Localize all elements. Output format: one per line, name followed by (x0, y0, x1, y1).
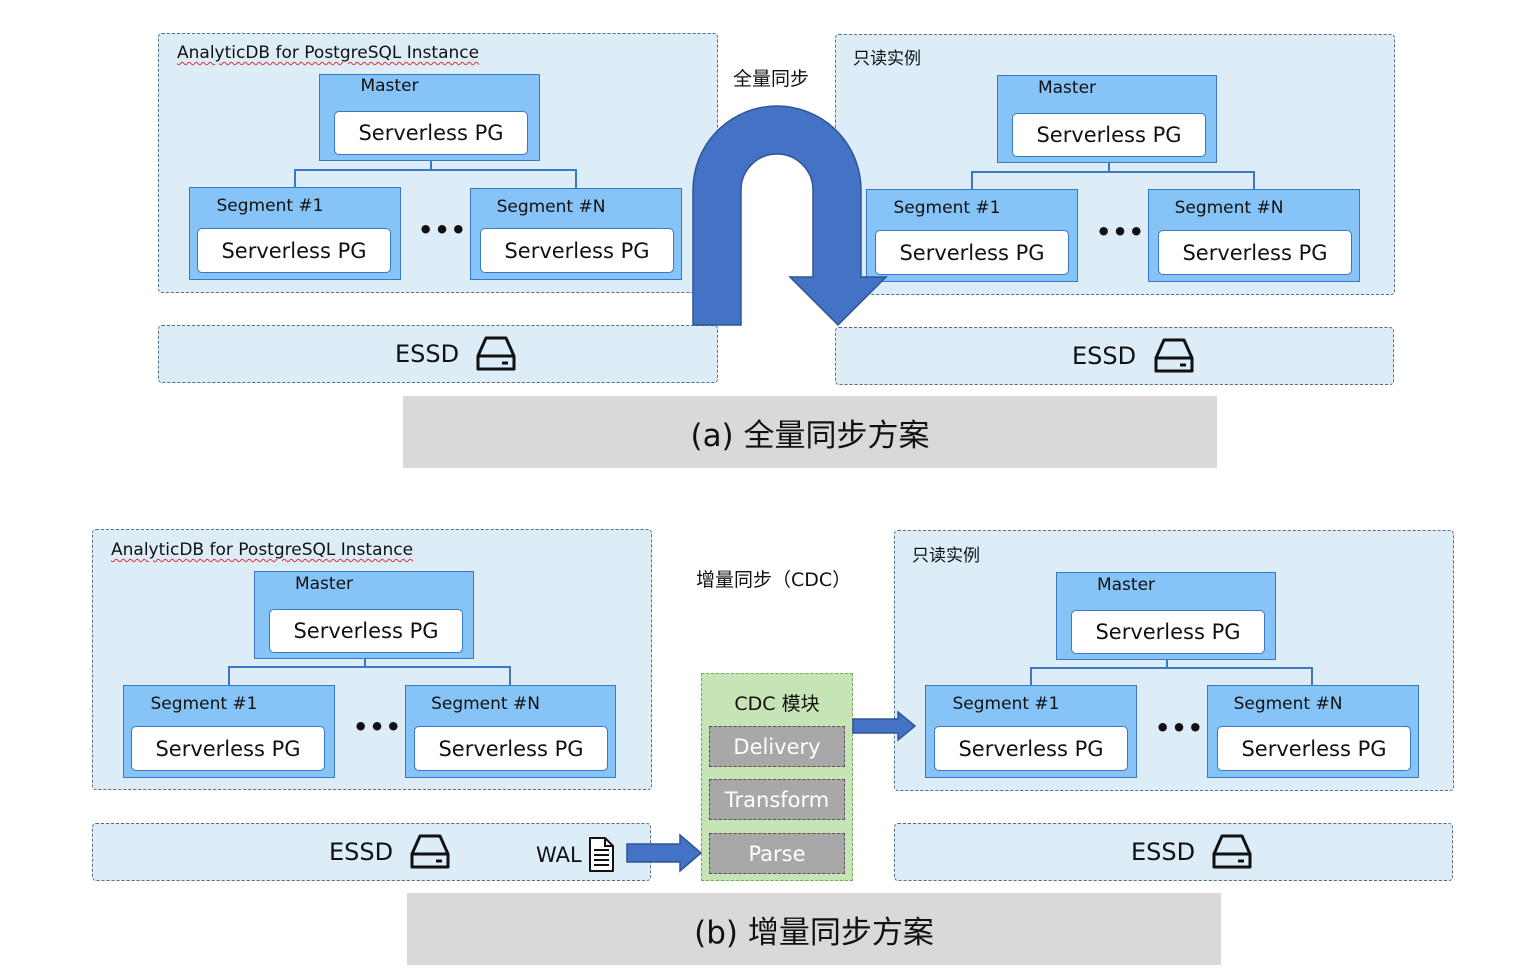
disk-drive-icon (1154, 338, 1194, 373)
essd-label: ESSD (329, 838, 394, 866)
full-sync-label: 全量同步 (733, 68, 810, 90)
segment-1-label: Segment #1 (216, 196, 324, 216)
segment-1-node: Segment #1 Serverless PG (189, 187, 401, 280)
serverless-pg-box: Serverless PG (414, 726, 608, 771)
document-icon (589, 837, 614, 872)
master-label: Master (294, 574, 354, 594)
connector (228, 659, 511, 685)
ellipsis: ••• (353, 713, 403, 741)
essd-storage-region: ESSD (894, 823, 1453, 881)
serverless-pg-box: Serverless PG (875, 230, 1069, 275)
master-node: Master Serverless PG (319, 74, 540, 161)
u-turn-arrow-icon (692, 105, 888, 327)
essd-label: ESSD (1072, 342, 1137, 370)
segment-1-node: Segment #1 Serverless PG (123, 685, 335, 778)
cdc-step-parse: Parse (709, 833, 845, 874)
segment-n-node: Segment #N Serverless PG (1207, 685, 1419, 778)
connector (971, 163, 1255, 189)
essd-storage-region: ESSD (835, 327, 1394, 385)
caption-a: (a) 全量同步方案 (403, 396, 1217, 468)
disk-drive-icon (410, 834, 450, 869)
segment-1-node: Segment #1 Serverless PG (925, 685, 1137, 778)
serverless-pg-box: Serverless PG (131, 726, 325, 771)
caption-b: (b) 增量同步方案 (407, 893, 1221, 965)
segment-n-label: Segment #N (1233, 694, 1343, 714)
segment-1-label: Segment #1 (893, 198, 1001, 218)
cdc-module: CDC 模块 Delivery Transform Parse (701, 673, 853, 881)
region-title: 只读实例 (853, 49, 921, 69)
region-title-text: AnalyticDB for PostgreSQL Instance (177, 43, 480, 63)
cdc-module-title: CDC 模块 (734, 693, 820, 715)
master-label: Master (1096, 575, 1156, 595)
master-node: Master Serverless PG (254, 571, 474, 659)
segment-n-node: Segment #N Serverless PG (470, 188, 682, 280)
ellipsis: ••• (1096, 218, 1146, 246)
connector (294, 161, 577, 188)
region-title: AnalyticDB for PostgreSQL Instance (111, 540, 413, 560)
segment-n-label: Segment #N (1174, 198, 1284, 218)
master-label: Master (1037, 78, 1097, 98)
serverless-pg-box: Serverless PG (1158, 230, 1352, 275)
cdc-step-delivery: Delivery (709, 726, 845, 767)
segment-n-label: Segment #N (496, 197, 606, 217)
serverless-pg-box: Serverless PG (1217, 726, 1411, 771)
master-node: Master Serverless PG (997, 75, 1217, 163)
serverless-pg-box: Serverless PG (480, 228, 674, 273)
wal-label: WAL (536, 843, 582, 867)
segment-1-node: Segment #1 Serverless PG (866, 189, 1078, 282)
segment-1-label: Segment #1 (150, 694, 258, 714)
serverless-pg-box: Serverless PG (1071, 610, 1265, 654)
serverless-pg-box: Serverless PG (334, 111, 528, 155)
serverless-pg-box: Serverless PG (197, 228, 391, 273)
ellipsis: ••• (1155, 714, 1205, 742)
incremental-sync-label: 增量同步（CDC） (696, 569, 852, 591)
region-title-text: AnalyticDB for PostgreSQL Instance (111, 540, 414, 560)
connector (1030, 660, 1313, 685)
segment-1-label: Segment #1 (952, 694, 1060, 714)
cdc-step-transform: Transform (709, 779, 845, 820)
right-arrow-icon (626, 833, 703, 873)
essd-label: ESSD (395, 340, 460, 368)
segment-n-label: Segment #N (431, 694, 540, 714)
essd-storage-region: ESSD (158, 325, 718, 383)
essd-label: ESSD (1131, 838, 1196, 866)
region-title: 只读实例 (912, 546, 980, 566)
essd-storage-region: ESSD WAL (92, 823, 651, 881)
right-arrow-icon (852, 710, 917, 742)
disk-drive-icon (1212, 834, 1252, 869)
serverless-pg-box: Serverless PG (934, 726, 1128, 771)
tree-connectors (228, 161, 1313, 685)
region-title: AnalyticDB for PostgreSQL Instance (177, 43, 479, 63)
disk-drive-icon (476, 336, 516, 371)
ellipsis: ••• (418, 216, 468, 244)
segment-n-node: Segment #N Serverless PG (1148, 189, 1360, 282)
master-node: Master Serverless PG (1056, 572, 1276, 660)
serverless-pg-box: Serverless PG (269, 609, 463, 653)
serverless-pg-box: Serverless PG (1012, 113, 1206, 157)
segment-n-node: Segment #N Serverless PG (405, 685, 616, 778)
master-label: Master (360, 76, 419, 96)
